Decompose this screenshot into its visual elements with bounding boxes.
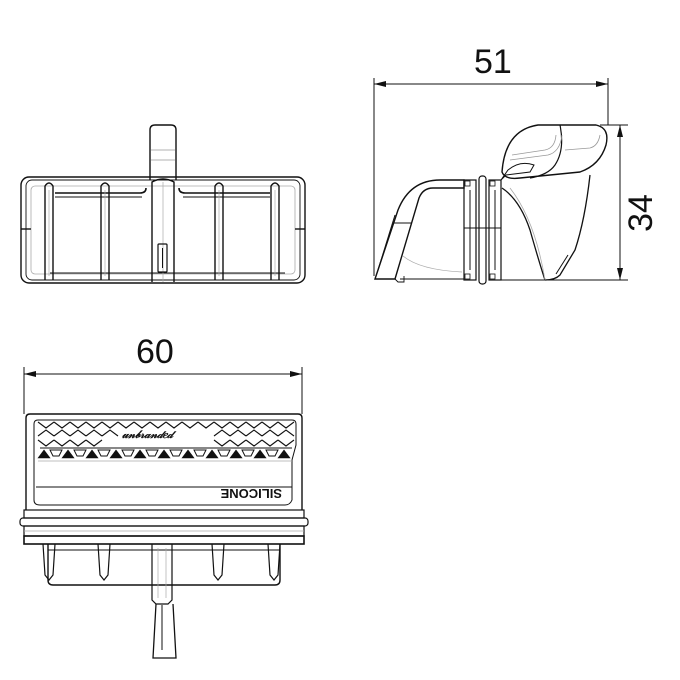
side-view (374, 124, 608, 285)
center-handle (151, 544, 177, 659)
lattice-pattern (37, 421, 295, 459)
top-view (19, 413, 309, 659)
dimension-34 (548, 124, 628, 281)
dimension-51 (373, 78, 609, 276)
script-logo: 𝓊𝓃𝒷𝓇𝒶𝓃𝒹𝑒𝒹 (122, 428, 177, 441)
collar (19, 509, 309, 545)
dimension-label-34: 34 (621, 194, 660, 232)
front-view (20, 124, 306, 284)
silicone-stamp: SILICONE (220, 486, 282, 501)
ring-stack (463, 175, 502, 285)
dimension-60 (23, 367, 303, 414)
ribs (44, 182, 280, 280)
dimension-label-51: 51 (474, 43, 512, 81)
dimension-label-60: 60 (136, 333, 174, 371)
prongs (42, 543, 281, 581)
